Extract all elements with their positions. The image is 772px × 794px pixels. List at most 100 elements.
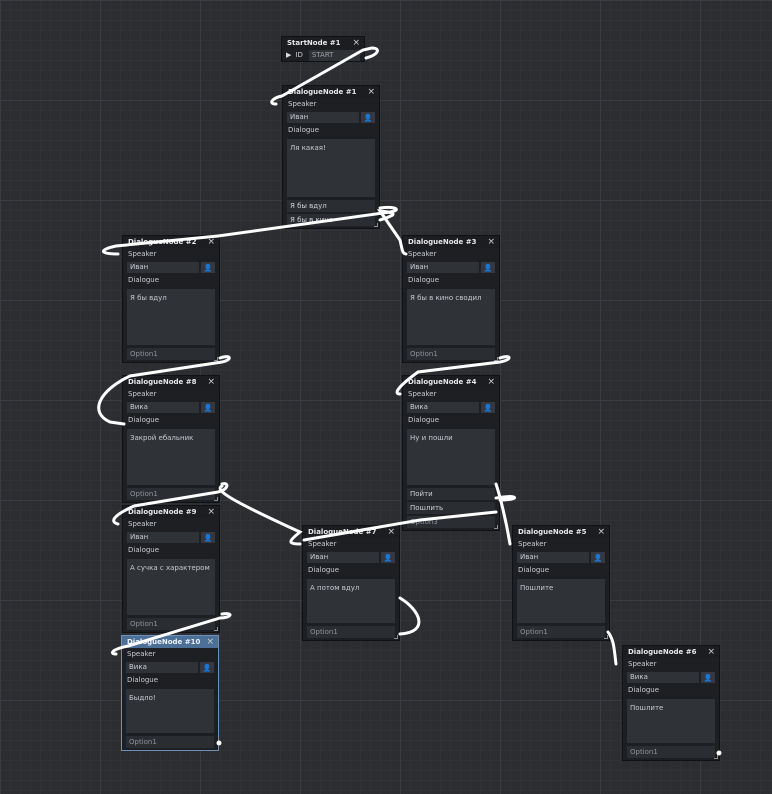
dialogue-node-7[interactable]: DialogueNode #7 × Speaker Иван 👤 Dialogu… (302, 525, 400, 641)
wire-n8-to-n7 (218, 484, 303, 546)
play-icon[interactable]: ▶ (286, 51, 292, 59)
option-field[interactable]: Option1 (627, 746, 715, 758)
dialogue-text-area[interactable]: Ну и пошли (407, 429, 495, 485)
node-header[interactable]: DialogueNode #8 × (123, 376, 219, 388)
dialogue-text-area[interactable]: Я бы в кино сводил (407, 289, 495, 345)
resize-handle-icon[interactable] (214, 497, 218, 501)
speaker-label: Speaker (308, 540, 337, 548)
resize-handle-icon[interactable] (394, 635, 398, 639)
option-field[interactable]: Option1 (307, 626, 395, 638)
dialogue-node-8[interactable]: DialogueNode #8 × Speaker Вика 👤 Dialogu… (122, 375, 220, 503)
node-header[interactable]: DialogueNode #3 × (403, 236, 499, 248)
start-node[interactable]: StartNode #1 × ▶ ID START (281, 36, 365, 62)
dialogue-node-9[interactable]: DialogueNode #9 × Speaker Иван 👤 Dialogu… (122, 505, 220, 633)
person-icon[interactable]: 👤 (481, 402, 495, 413)
dialogue-text-area[interactable]: А сучка с характером (127, 559, 215, 615)
option-field[interactable]: Option1 (127, 618, 215, 630)
dialogue-node-6[interactable]: DialogueNode #6 × Speaker Вика 👤 Dialogu… (622, 645, 720, 761)
dialogue-label: Dialogue (518, 566, 550, 574)
resize-handle-icon[interactable] (374, 223, 378, 227)
dialogue-node-5[interactable]: DialogueNode #5 × Speaker Иван 👤 Dialogu… (512, 525, 610, 641)
close-icon[interactable]: × (206, 636, 214, 647)
node-header[interactable]: DialogueNode #9 × (123, 506, 219, 518)
dialogue-text-area[interactable]: Закрой ебальник (127, 429, 215, 485)
person-icon[interactable]: 👤 (381, 552, 395, 563)
speaker-field[interactable]: Иван (127, 262, 199, 273)
dialogue-label: Dialogue (127, 676, 159, 684)
node-header[interactable]: DialogueNode #5 × (513, 526, 609, 538)
option-field[interactable]: Я бы вдул (287, 200, 375, 212)
close-icon[interactable]: × (207, 236, 215, 247)
node-header[interactable]: DialogueNode #6 × (623, 646, 719, 658)
node-header[interactable]: DialogueNode #10 × (122, 636, 218, 648)
person-icon[interactable]: 👤 (201, 262, 215, 273)
resize-handle-icon[interactable] (494, 357, 498, 361)
close-icon[interactable]: × (352, 37, 360, 48)
close-icon[interactable]: × (207, 376, 215, 387)
dialogue-text-area[interactable]: А потом вдул (307, 579, 395, 623)
dialogue-text-area[interactable]: Я бы вдул (127, 289, 215, 345)
speaker-field[interactable]: Вика (627, 672, 699, 683)
option-field[interactable]: Option3 (407, 516, 495, 528)
person-icon[interactable]: 👤 (361, 112, 375, 123)
dialogue-text-area[interactable]: Пошлите (517, 579, 605, 623)
resize-handle-icon[interactable] (604, 635, 608, 639)
option-field[interactable]: Option1 (126, 736, 214, 748)
resize-handle-icon[interactable] (214, 627, 218, 631)
close-icon[interactable]: × (487, 376, 495, 387)
dialogue-text-area[interactable]: Пошлите (627, 699, 715, 743)
person-icon[interactable]: 👤 (201, 532, 215, 543)
speaker-label: Speaker (128, 250, 157, 258)
speaker-field[interactable]: Иван (517, 552, 589, 563)
person-icon[interactable]: 👤 (591, 552, 605, 563)
resize-handle-icon[interactable] (494, 525, 498, 529)
close-icon[interactable]: × (367, 86, 375, 97)
id-label: ID (295, 51, 303, 59)
dialogue-node-3[interactable]: DialogueNode #3 × Speaker Иван 👤 Dialogu… (402, 235, 500, 363)
person-icon[interactable]: 👤 (481, 262, 495, 273)
dialogue-node-1[interactable]: DialogueNode #1 × Speaker Иван 👤 Dialogu… (282, 85, 380, 229)
speaker-label: Speaker (288, 100, 317, 108)
dialogue-node-4[interactable]: DialogueNode #4 × Speaker Вика 👤 Dialogu… (402, 375, 500, 531)
option-field[interactable]: Option1 (127, 348, 215, 360)
node-header[interactable]: DialogueNode #7 × (303, 526, 399, 538)
speaker-field[interactable]: Иван (407, 262, 479, 273)
close-icon[interactable]: × (207, 506, 215, 517)
option-field[interactable]: Пошлить (407, 502, 495, 514)
option-field[interactable]: Пойти (407, 488, 495, 500)
dialogue-text-area[interactable]: Ля какая! (287, 139, 375, 197)
person-icon[interactable]: 👤 (200, 662, 214, 673)
option-field[interactable]: Я бы в кино (287, 214, 375, 226)
speaker-field[interactable]: Иван (127, 532, 199, 543)
node-header[interactable]: DialogueNode #1 × (283, 86, 379, 98)
node-title: DialogueNode #6 (628, 648, 697, 656)
start-node-header[interactable]: StartNode #1 × (282, 37, 364, 49)
person-icon[interactable]: 👤 (701, 672, 715, 683)
resize-handle-icon[interactable] (214, 357, 218, 361)
node-title: DialogueNode #7 (308, 528, 377, 536)
speaker-field[interactable]: Вика (126, 662, 198, 673)
node-title: DialogueNode #10 (127, 638, 201, 646)
node-header[interactable]: DialogueNode #2 × (123, 236, 219, 248)
option-field[interactable]: Option1 (407, 348, 495, 360)
dialogue-node-10[interactable]: DialogueNode #10 × Speaker Вика 👤 Dialog… (121, 635, 219, 751)
dialogue-text-area[interactable]: Быдло! (126, 689, 214, 733)
speaker-field[interactable]: Вика (127, 402, 199, 413)
option-field[interactable]: Option1 (517, 626, 605, 638)
node-title: DialogueNode #1 (288, 88, 357, 96)
node-title: DialogueNode #9 (128, 508, 197, 516)
dialogue-node-2[interactable]: DialogueNode #2 × Speaker Иван 👤 Dialogu… (122, 235, 220, 363)
start-id-field[interactable]: START (308, 49, 360, 61)
speaker-label: Speaker (628, 660, 657, 668)
close-icon[interactable]: × (597, 526, 605, 537)
option-field[interactable]: Option1 (127, 488, 215, 500)
close-icon[interactable]: × (707, 646, 715, 657)
resize-handle-icon[interactable] (714, 755, 718, 759)
node-header[interactable]: DialogueNode #4 × (403, 376, 499, 388)
close-icon[interactable]: × (387, 526, 395, 537)
speaker-field[interactable]: Вика (407, 402, 479, 413)
speaker-field[interactable]: Иван (307, 552, 379, 563)
speaker-field[interactable]: Иван (287, 112, 359, 123)
close-icon[interactable]: × (487, 236, 495, 247)
person-icon[interactable]: 👤 (201, 402, 215, 413)
